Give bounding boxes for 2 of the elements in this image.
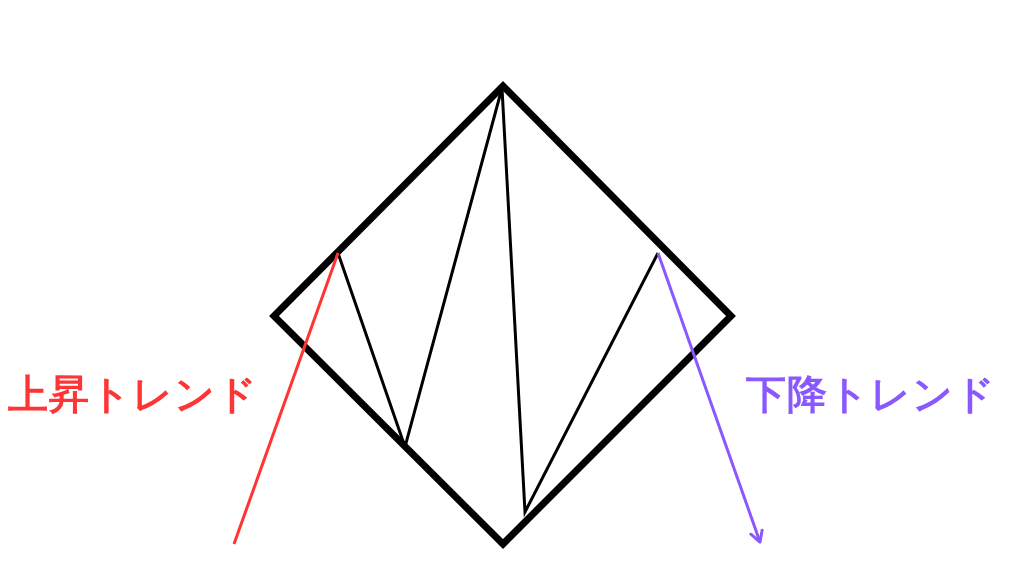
trend-label: 下降トレンド (746, 372, 996, 416)
trend-label: 上昇トレンド (8, 372, 258, 416)
